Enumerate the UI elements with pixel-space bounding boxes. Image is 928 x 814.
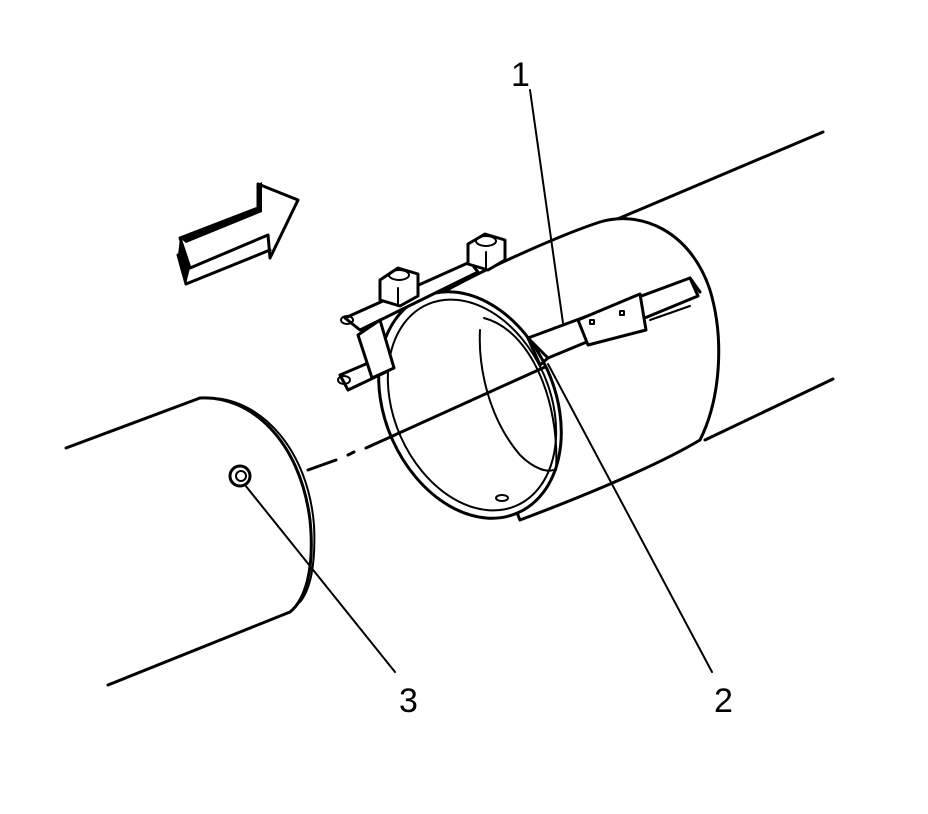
front-pipe (64, 396, 316, 687)
callout-1: 1 (511, 56, 530, 94)
leader-line-1 (529, 89, 564, 324)
clamp-bolts (337, 232, 507, 392)
callout-3: 3 (399, 682, 418, 720)
clamp-strap (526, 276, 702, 367)
clamp-sleeve (377, 217, 721, 522)
rear-pipe (606, 130, 835, 442)
leader-line-3 (244, 484, 396, 673)
direction-arrow-icon (176, 182, 300, 286)
alignment-centerline (306, 365, 547, 472)
leader-line-2 (547, 363, 713, 673)
callout-2: 2 (714, 682, 733, 720)
